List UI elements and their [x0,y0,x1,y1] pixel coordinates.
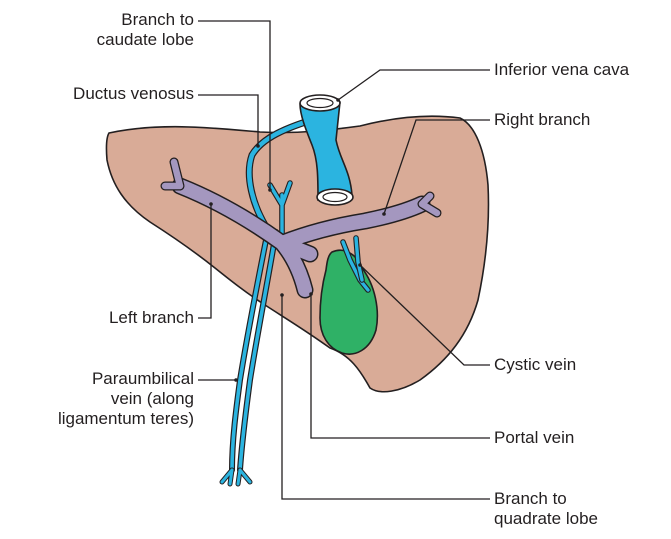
label-paraumbilical-vein: Paraumbilical vein (along ligamentum ter… [58,369,194,429]
leader-ivc [338,70,490,100]
label-caudate-line-2: caudate lobe [97,30,194,50]
label-paraumbilical-line-2: vein (along [58,389,194,409]
label-ductus-venosus: Ductus venosus [73,84,194,104]
label-caudate-line-1: Branch to [97,10,194,30]
label-paraumbilical-line-3: ligamentum teres) [58,409,194,429]
label-quadrate-line-2: quadrate lobe [494,509,598,529]
label-quadrate-lobe: Branch to quadrate lobe [494,489,598,529]
label-cystic-vein: Cystic vein [494,355,576,375]
label-left-branch: Left branch [109,308,194,328]
label-inferior-vena-cava: Inferior vena cava [494,60,629,80]
label-quadrate-line-1: Branch to [494,489,598,509]
label-portal-vein: Portal vein [494,428,574,448]
label-right-branch: Right branch [494,110,590,130]
label-caudate-lobe: Branch to caudate lobe [97,10,194,50]
label-paraumbilical-line-1: Paraumbilical [58,369,194,389]
